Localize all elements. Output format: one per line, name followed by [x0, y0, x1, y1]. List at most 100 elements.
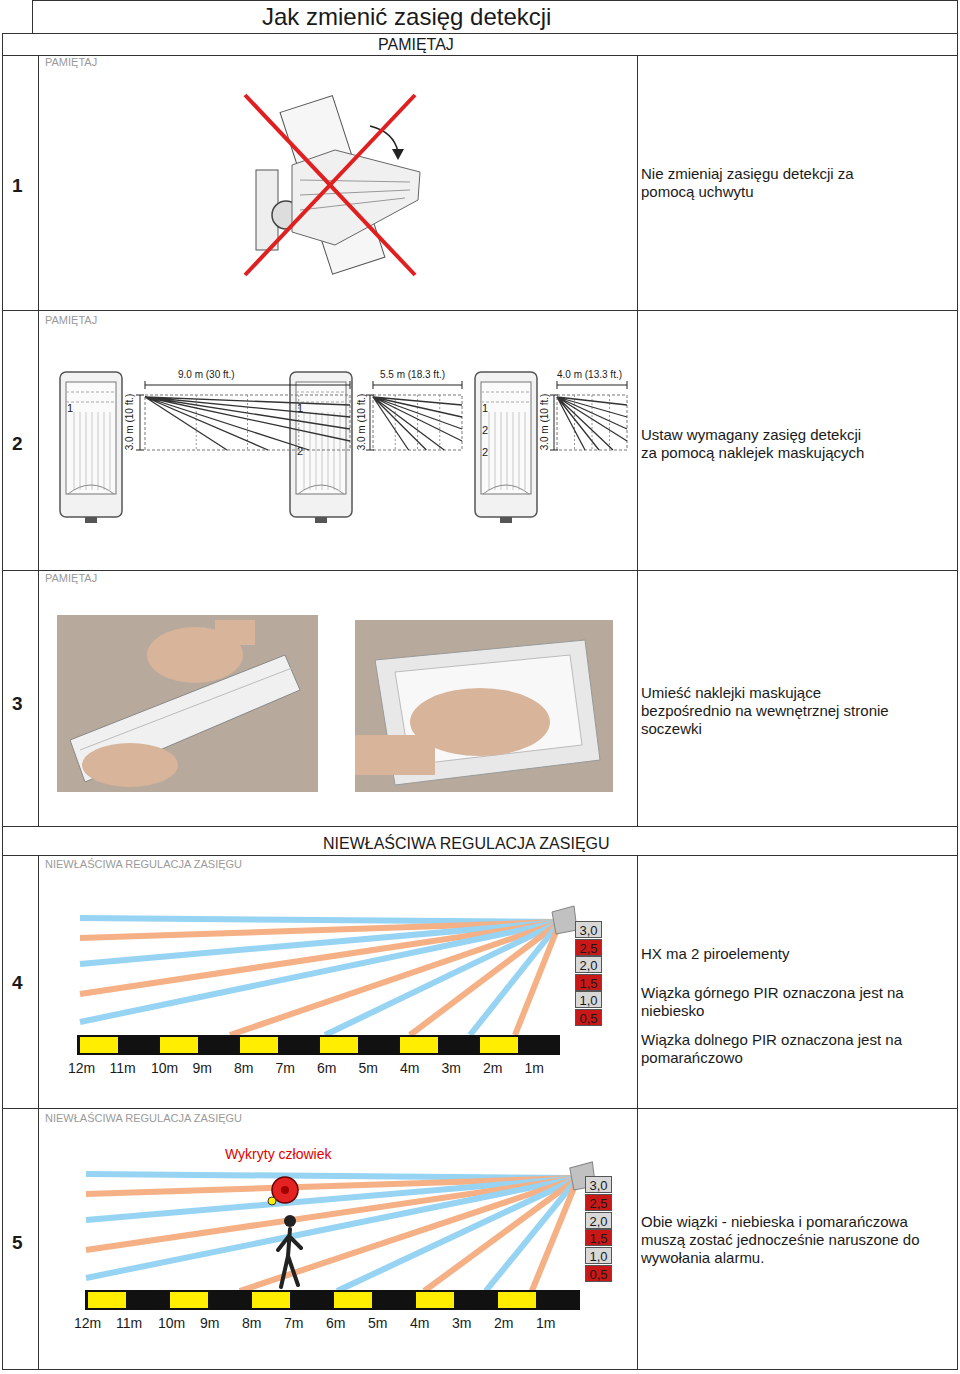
rect-shape [334, 1292, 372, 1308]
rect-shape [3, 34, 958, 1370]
label-text: Ustaw wymagany zasięg detekcji za pomocą… [641, 426, 873, 462]
height-marker: 1,5 [585, 1229, 612, 1246]
height-marker: 3,0 [585, 1176, 612, 1193]
label-text: PAMIĘTAJ [45, 314, 97, 327]
use-shape [373, 395, 462, 450]
person-figure [278, 1215, 301, 1287]
label-text: 9m [200, 1315, 219, 1332]
label-text: 11m [110, 1060, 136, 1077]
label-text: 7m [284, 1315, 303, 1332]
path-shape [366, 395, 374, 450]
rect-shape [355, 735, 435, 775]
row-number: 2 [12, 433, 23, 456]
line-shape [637, 55, 638, 826]
label-text: 4.0 m (13.3 ft.) [557, 369, 622, 381]
label-text: Wiązka górnego PIR oznaczona jest na nie… [641, 984, 921, 1020]
height-marker: 1,5 [575, 974, 602, 991]
line-shape [2, 855, 958, 856]
label-text: 5m [359, 1060, 378, 1077]
height-marker: 3,0 [575, 921, 602, 938]
label-text: Obie wiązki - niebieska i pomarańczowa m… [641, 1213, 946, 1267]
rect-shape [240, 1037, 278, 1053]
label-text: NIEWŁAŚCIWA REGULACJA ZASIĘGU [323, 834, 610, 853]
use-shape [86, 1162, 595, 1291]
row-number: 5 [12, 1232, 23, 1255]
label-text: 2 [482, 446, 488, 459]
label-text: 1 [482, 402, 488, 415]
rect-shape [77, 1035, 560, 1055]
dimension-text: 3.0 m (10 ft.) [124, 394, 136, 451]
label-text: 11m [116, 1315, 142, 1332]
label-text: NIEWŁAŚCIWA REGULACJA ZASIĘGU [45, 858, 242, 871]
use-shape [80, 906, 577, 1035]
rect-shape [416, 1292, 454, 1308]
height-marker: 2,5 [585, 1194, 612, 1211]
label-text: 1m [536, 1315, 555, 1332]
rect-shape [252, 1292, 290, 1308]
label-text: 5m [368, 1315, 387, 1332]
circle-shape [268, 1197, 276, 1205]
height-marker: 0,5 [575, 1009, 602, 1026]
path-shape [145, 381, 350, 389]
rect-shape [80, 1037, 118, 1053]
label-text: PAMIĘTAJ [45, 572, 97, 585]
rect-shape [33, 1, 958, 34]
beam-diagram-4 [77, 906, 577, 1055]
label-text: 1m [525, 1060, 544, 1077]
label-text: 2 [297, 445, 303, 458]
label-text: 12m [74, 1315, 101, 1332]
polygon-shape [392, 149, 404, 160]
line-shape [2, 826, 958, 827]
label-text: PAMIĘTAJ [45, 56, 97, 69]
height-marker: 2,5 [575, 939, 602, 956]
rect-shape [498, 1292, 536, 1308]
photo-right [355, 620, 613, 792]
label-text: 2m [494, 1315, 513, 1332]
dimension-text: 3.0 m (10 ft.) [356, 394, 368, 451]
page-title: Jak zmienić zasięg detekcji [262, 3, 551, 32]
label-text: 3m [452, 1315, 471, 1332]
line-shape [2, 1108, 958, 1109]
rect-shape [215, 620, 255, 645]
label-text: 5.5 m (18.3 ft.) [380, 369, 445, 381]
line-shape [245, 95, 415, 275]
alarm-bell [268, 1177, 298, 1205]
label-text: 1 [67, 402, 73, 415]
label-text: 3m [442, 1060, 461, 1077]
rect-shape [88, 1292, 126, 1308]
label-text: 9.0 m (30 ft.) [178, 369, 235, 381]
label-text: NIEWŁAŚCIWA REGULACJA ZASIĘGU [45, 1112, 242, 1125]
label-text: Umieść naklejki maskujące bezpośrednio n… [641, 684, 903, 738]
circle-shape [281, 1186, 289, 1194]
path-shape [278, 1229, 301, 1287]
row-number: 3 [12, 693, 23, 716]
path-shape [557, 381, 627, 389]
dimension-text: 3.0 m (10 ft.) [539, 394, 551, 451]
rect-shape [170, 1292, 208, 1308]
label-text: PAMIĘTAJ [378, 35, 454, 54]
label-text: 2m [483, 1060, 502, 1077]
rect-shape [85, 1290, 580, 1310]
g-shape [136, 381, 627, 450]
line-shape [2, 310, 958, 311]
rect-shape [355, 620, 613, 792]
use-shape [60, 372, 122, 523]
use-shape [557, 395, 627, 450]
height-marker: 0,5 [585, 1265, 612, 1282]
line-shape [38, 855, 39, 1370]
label-text: Wykryty człowiek [225, 1146, 331, 1163]
label-text: Nie zmieniaj zasięgu detekcji za pomocą … [641, 165, 856, 201]
rect-shape [480, 1037, 518, 1053]
row-number: 4 [12, 972, 23, 995]
rect-shape [160, 1037, 198, 1053]
label-text: 9m [193, 1060, 212, 1077]
label-text: 6m [317, 1060, 336, 1077]
path-shape [373, 381, 462, 389]
label-text: HX ma 2 piroelementy [641, 945, 931, 963]
bracket-drawing [245, 95, 420, 275]
rect-shape [320, 1037, 358, 1053]
ellipse-shape [82, 743, 178, 787]
row-number: 1 [12, 175, 23, 198]
